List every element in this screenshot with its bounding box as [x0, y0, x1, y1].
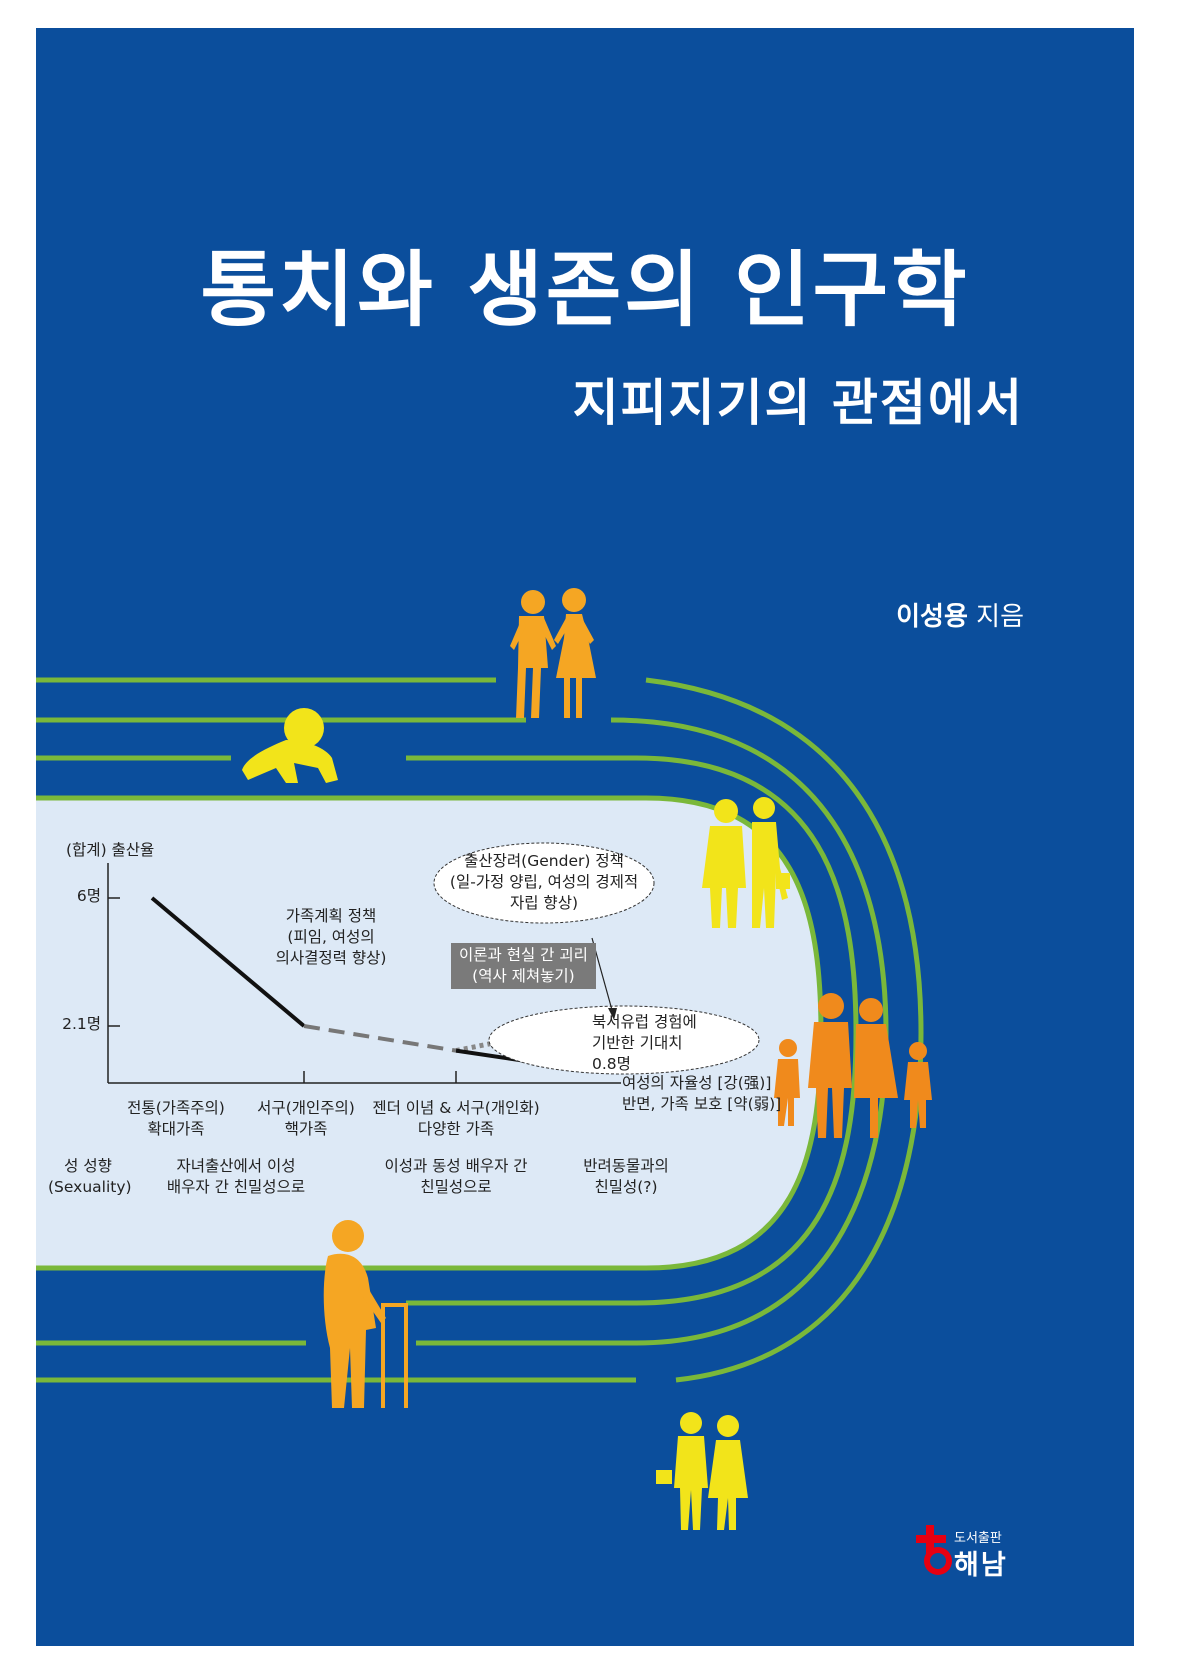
chart-series-1-segment-0 [303, 1024, 457, 1053]
publisher-name: 해남 [954, 1550, 1008, 1581]
expectation-label: 북서유럽 경험에 기반한 기대치 0.8명 [592, 1013, 697, 1073]
family-planning-label: 가족계획 정책 (피임, 여성의 의사결정력 향상) [275, 907, 387, 967]
chart-series-0-segment-0 [150, 896, 306, 1028]
book-cover: 통치와 생존의 인구학 지피지기의 관점에서 이성용 지음 (합계) 출산율 6… [36, 28, 1134, 1646]
publisher-logo: 도서출판 해남 [916, 1525, 1036, 1585]
gap-arrow-head [608, 1008, 617, 1020]
business-couple-figure [702, 797, 790, 928]
author-suffix: 지음 [976, 602, 1024, 632]
y-tick-label-21: 2.1명 [62, 1015, 101, 1033]
chart-axes [107, 863, 621, 1084]
elderly-with-walker-figure [323, 1220, 408, 1408]
cover-artwork [36, 588, 952, 1575]
children-figures [510, 588, 596, 718]
sexuality-same-sex: 이성과 동성 배우자 간 친밀성으로 [384, 1157, 528, 1196]
publisher-logo-icon [916, 1525, 952, 1575]
category-traditional: 전통(가족주의) 확대가족 [127, 1099, 225, 1138]
sexuality-heterosexual: 자녀출산에서 이성 배우자 간 친밀성으로 [166, 1157, 306, 1196]
sexuality-row-label: 성 성향 (Sexuality) [48, 1157, 132, 1196]
track-field [36, 798, 821, 1268]
baby-figure [242, 708, 338, 783]
author-credit: 이성용 지음 [896, 596, 1024, 633]
publisher-prefix: 도서출판 [954, 1531, 1002, 1546]
y-tick-label-6: 6명 [76, 887, 101, 905]
book-subtitle: 지피지기의 관점에서 [572, 374, 1024, 432]
expectation-bubble [488, 1005, 760, 1075]
sexuality-pets: 반려동물과의 친밀성(?) [583, 1157, 669, 1196]
gender-policy-label: 출산장려(Gender) 정책 (일-가정 양립, 여성의 경제적 자립 향상) [449, 852, 639, 912]
gender-policy-bubble [433, 842, 655, 924]
category-western: 서구(개인주의) 핵가족 [257, 1099, 355, 1138]
family-figure [774, 993, 932, 1138]
y-axis-title: (합계) 출산율 [66, 841, 155, 859]
author-name: 이성용 [896, 602, 968, 632]
x-axis-end-label: 여성의 자율성 [강(强)] 반면, 가족 보호 [약(弱)] [622, 1074, 782, 1113]
theory-reality-gap-label: 이론과 현실 간 괴리 (역사 제쳐놓기) [451, 943, 596, 989]
track-line-7 [645, 677, 924, 1383]
elderly-couple-figure [656, 1412, 748, 1530]
book-title: 통치와 생존의 인구학 [200, 243, 970, 338]
category-gender-ideology: 젠더 이념 & 서구(개인화) 다양한 가족 [372, 1099, 540, 1138]
